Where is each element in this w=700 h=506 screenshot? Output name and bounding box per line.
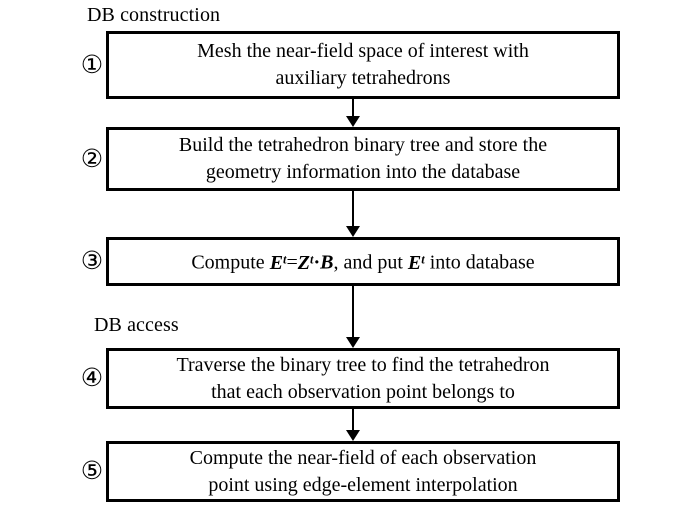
step-number-2: ② [80, 144, 104, 173]
process-box-1-text: Mesh the near-field space of interest wi… [117, 38, 609, 92]
arrowhead-down-icon [346, 226, 360, 237]
process-box-5-line-1: Compute the near-field of each observati… [189, 446, 537, 469]
math-rhs-vector-B: B [320, 251, 334, 274]
step-number-4: ④ [80, 363, 104, 392]
math-rhs-superscript: t [309, 252, 314, 267]
arrowhead-down-icon [346, 430, 360, 441]
process-box-1-line-2: auxiliary tetrahedrons [275, 67, 451, 89]
section-label-db-access: DB access [94, 314, 179, 336]
step-number-1: ① [80, 50, 104, 79]
math-prefix: Compute [191, 251, 270, 274]
math-lhs-vector-E: Et [269, 251, 287, 274]
math-result-vector-E: Et [407, 251, 425, 274]
process-box-2-text: Build the tetrahedron binary tree and st… [117, 132, 609, 186]
process-box-4: Traverse the binary tree to find the tet… [106, 348, 620, 409]
arrow-shaft [352, 191, 354, 227]
connector-arrow-2-to-3 [346, 191, 360, 237]
math-dot-operator: · [313, 251, 321, 274]
process-box-4-line-1: Traverse the binary tree to find the tet… [176, 353, 550, 376]
process-box-3: Compute Et=Zt·B, and put Et into databas… [106, 237, 620, 286]
math-middle: , and put [333, 251, 408, 274]
process-box-2: Build the tetrahedron binary tree and st… [106, 127, 620, 191]
process-box-1: Mesh the near-field space of interest wi… [106, 31, 620, 99]
math-equals: = [286, 251, 298, 274]
connector-arrow-3-to-4 [346, 286, 360, 348]
step-number-5: ⑤ [80, 456, 104, 485]
process-box-4-line-2: that each observation point belongs to [211, 380, 515, 403]
arrow-shaft [352, 286, 354, 338]
math-suffix: into database [424, 251, 535, 274]
connector-arrow-1-to-2 [346, 99, 360, 127]
arrow-shaft [352, 99, 354, 117]
process-box-4-text: Traverse the binary tree to find the tet… [117, 352, 609, 406]
process-box-2-line-1: Build the tetrahedron binary tree and st… [178, 134, 548, 156]
section-label-db-construction: DB construction [87, 4, 221, 26]
arrow-shaft [352, 409, 354, 431]
math-lhs-superscript: t [283, 252, 287, 267]
process-box-5-text: Compute the near-field of each observati… [117, 445, 609, 499]
connector-arrow-4-to-5 [346, 409, 360, 441]
process-box-5: Compute the near-field of each observati… [106, 441, 620, 502]
arrowhead-down-icon [346, 337, 360, 348]
process-box-3-line-1: Compute Et=Zt·B, and put Et into databas… [117, 246, 609, 277]
math-result-superscript: t [421, 252, 425, 267]
process-box-5-line-2: point using edge-element interpolation [208, 473, 518, 496]
step-number-3: ③ [80, 246, 104, 275]
math-rhs-vector-Z: Zt [297, 251, 314, 274]
process-box-3-text: Compute Et=Zt·B, and put Et into databas… [117, 246, 609, 277]
process-box-1-line-1: Mesh the near-field space of interest wi… [197, 40, 529, 62]
process-box-2-line-2: geometry information into the database [205, 161, 521, 183]
arrowhead-down-icon [346, 116, 360, 127]
